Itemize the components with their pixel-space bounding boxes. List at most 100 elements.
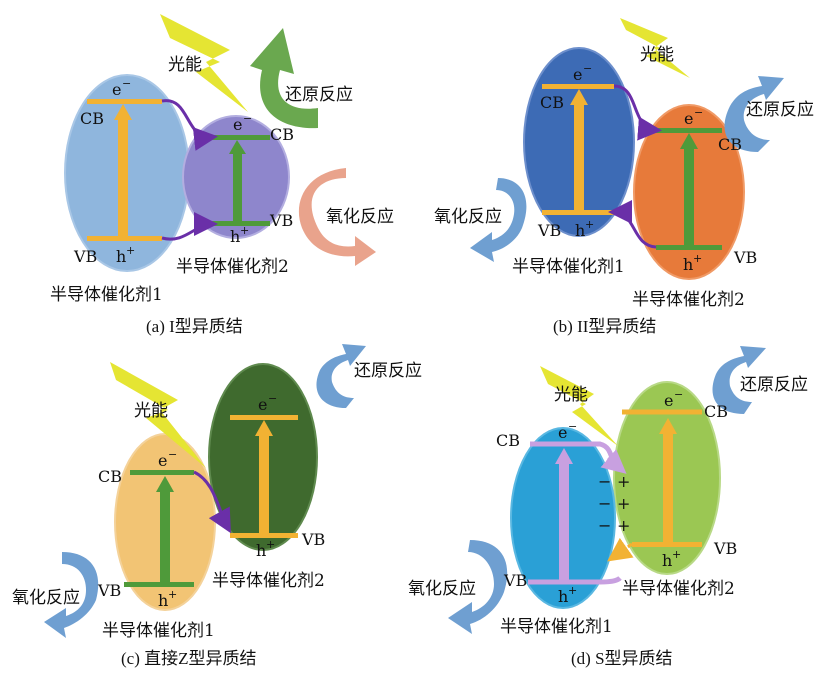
vb-band-1 [87,236,162,241]
reduction-label: 还原反应 [285,85,353,105]
hole-label-1: h [558,587,568,606]
semi2-label: 半导体催化剂2 [622,579,735,599]
cb-band-1 [130,470,194,475]
vb-label-1: VB [537,221,561,240]
cb-band-2 [656,128,722,133]
panel-caption: (b) II型异质结 [553,317,656,336]
electron-sup-1: − [583,62,592,75]
plus-charge: + [617,516,630,535]
reduction-label: 还原反应 [740,375,808,395]
hole-label-1: h [116,247,126,266]
electron-sup-2: − [674,388,683,401]
plus-charge: + [617,494,630,513]
excitation-bar-1 [118,118,128,236]
hole-sup-2: + [240,224,249,237]
minus-charge: − [598,494,611,513]
excitation-bar-1 [559,462,569,582]
semi1-label: 半导体催化剂1 [500,617,613,637]
cb-label-2: CB [718,135,742,154]
panel-a: 光能 还原反应 氧化反应 e − CB VB h + e − CB VB h +… [50,14,394,336]
electron-sup-1: − [168,448,177,461]
vb-band-2 [230,533,298,538]
panel-d: − − − + + + 光能 还原反应 氧化反应 CB e − VB h + e… [408,346,808,668]
vb-label-2: VB [713,539,737,558]
oxidation-label: 氧化反应 [408,579,476,599]
oxidation-label: 氧化反应 [12,588,80,608]
electron-sup-2: − [268,392,277,405]
cb-band-2 [212,135,270,140]
hole-label-1: h [158,591,168,610]
panel-caption: (d) S型异质结 [571,649,673,668]
hole-label-2: h [256,541,266,560]
light-label: 光能 [168,55,202,75]
hole-label-2: h [683,255,693,274]
cb-label-1: CB [80,109,104,128]
light-label: 光能 [640,45,674,65]
electron-sup-2: − [243,112,252,125]
vb-band-2 [632,542,702,547]
panel-caption: (c) 直接Z型异质结 [121,649,257,668]
electron-label-1: e [558,423,567,442]
cb-band-2 [230,415,298,420]
hole-label-1: h [575,221,585,240]
cb-band-1 [87,99,162,104]
hole-sup-1: + [568,584,577,597]
vb-label-1: VB [97,581,121,600]
reduction-label: 还原反应 [746,100,814,120]
hole-sup-2: + [266,538,275,551]
semi2-label: 半导体催化剂2 [176,257,289,277]
vb-band-1 [542,210,614,215]
minus-charge: − [598,516,611,535]
cb-band-1 [542,84,614,89]
light-label: 光能 [554,385,588,405]
vb-label-1: VB [73,247,97,266]
vb-band-1 [124,582,194,587]
oxidation-label: 氧化反应 [326,207,394,227]
hole-label-2: h [230,227,240,246]
semi1-label: 半导体催化剂1 [512,257,625,277]
excitation-bar-2 [233,152,242,221]
hole-sup-2: + [693,252,702,265]
semi2-label: 半导体催化剂2 [212,571,325,591]
electron-sup-1: − [568,420,577,433]
excitation-bar-2 [259,434,269,533]
excitation-bar-1 [160,490,170,582]
semi1-label: 半导体催化剂1 [102,621,215,641]
vb-label-2: VB [733,248,757,267]
cb-label-2: CB [704,402,728,421]
reduction-label: 还原反应 [354,361,422,381]
electron-sup-2: − [694,106,703,119]
minus-charge: − [598,472,611,491]
excitation-bar-2 [684,147,694,245]
oxidation-label: 氧化反应 [434,207,502,227]
hole-sup-1: + [585,218,594,231]
hole-sup-1: + [168,588,177,601]
excitation-bar-2 [663,432,673,542]
cb-label-1: CB [496,431,520,450]
panel-caption: (a) I型异质结 [146,317,243,336]
vb-label-1: VB [503,571,527,590]
vb-label-2: VB [269,211,293,230]
semi1-label: 半导体催化剂1 [50,285,163,305]
plus-charge: + [617,472,630,491]
vb-band-2 [656,245,722,250]
light-label: 光能 [134,401,168,421]
electron-label-1: e [573,65,582,84]
cb-label-2: CB [270,125,294,144]
panel-b: 光能 还原反应 氧化反应 e − CB VB h + e − CB VB h +… [434,18,814,336]
vb-label-2: VB [301,530,325,549]
electron-label-1: e [158,451,167,470]
hole-sup-1: + [126,244,135,257]
electron-label-2: e [684,109,693,128]
cb-label-1: CB [98,467,122,486]
electron-label-2: e [258,395,267,414]
excitation-bar-1 [574,103,584,210]
reduction-arrow-icon [250,28,318,128]
cb-label-1: CB [540,93,564,112]
hole-sup-2: + [672,548,681,561]
hole-transfer-arrow [612,544,632,558]
semi2-label: 半导体催化剂2 [632,290,745,310]
electron-sup-1: − [122,77,131,90]
